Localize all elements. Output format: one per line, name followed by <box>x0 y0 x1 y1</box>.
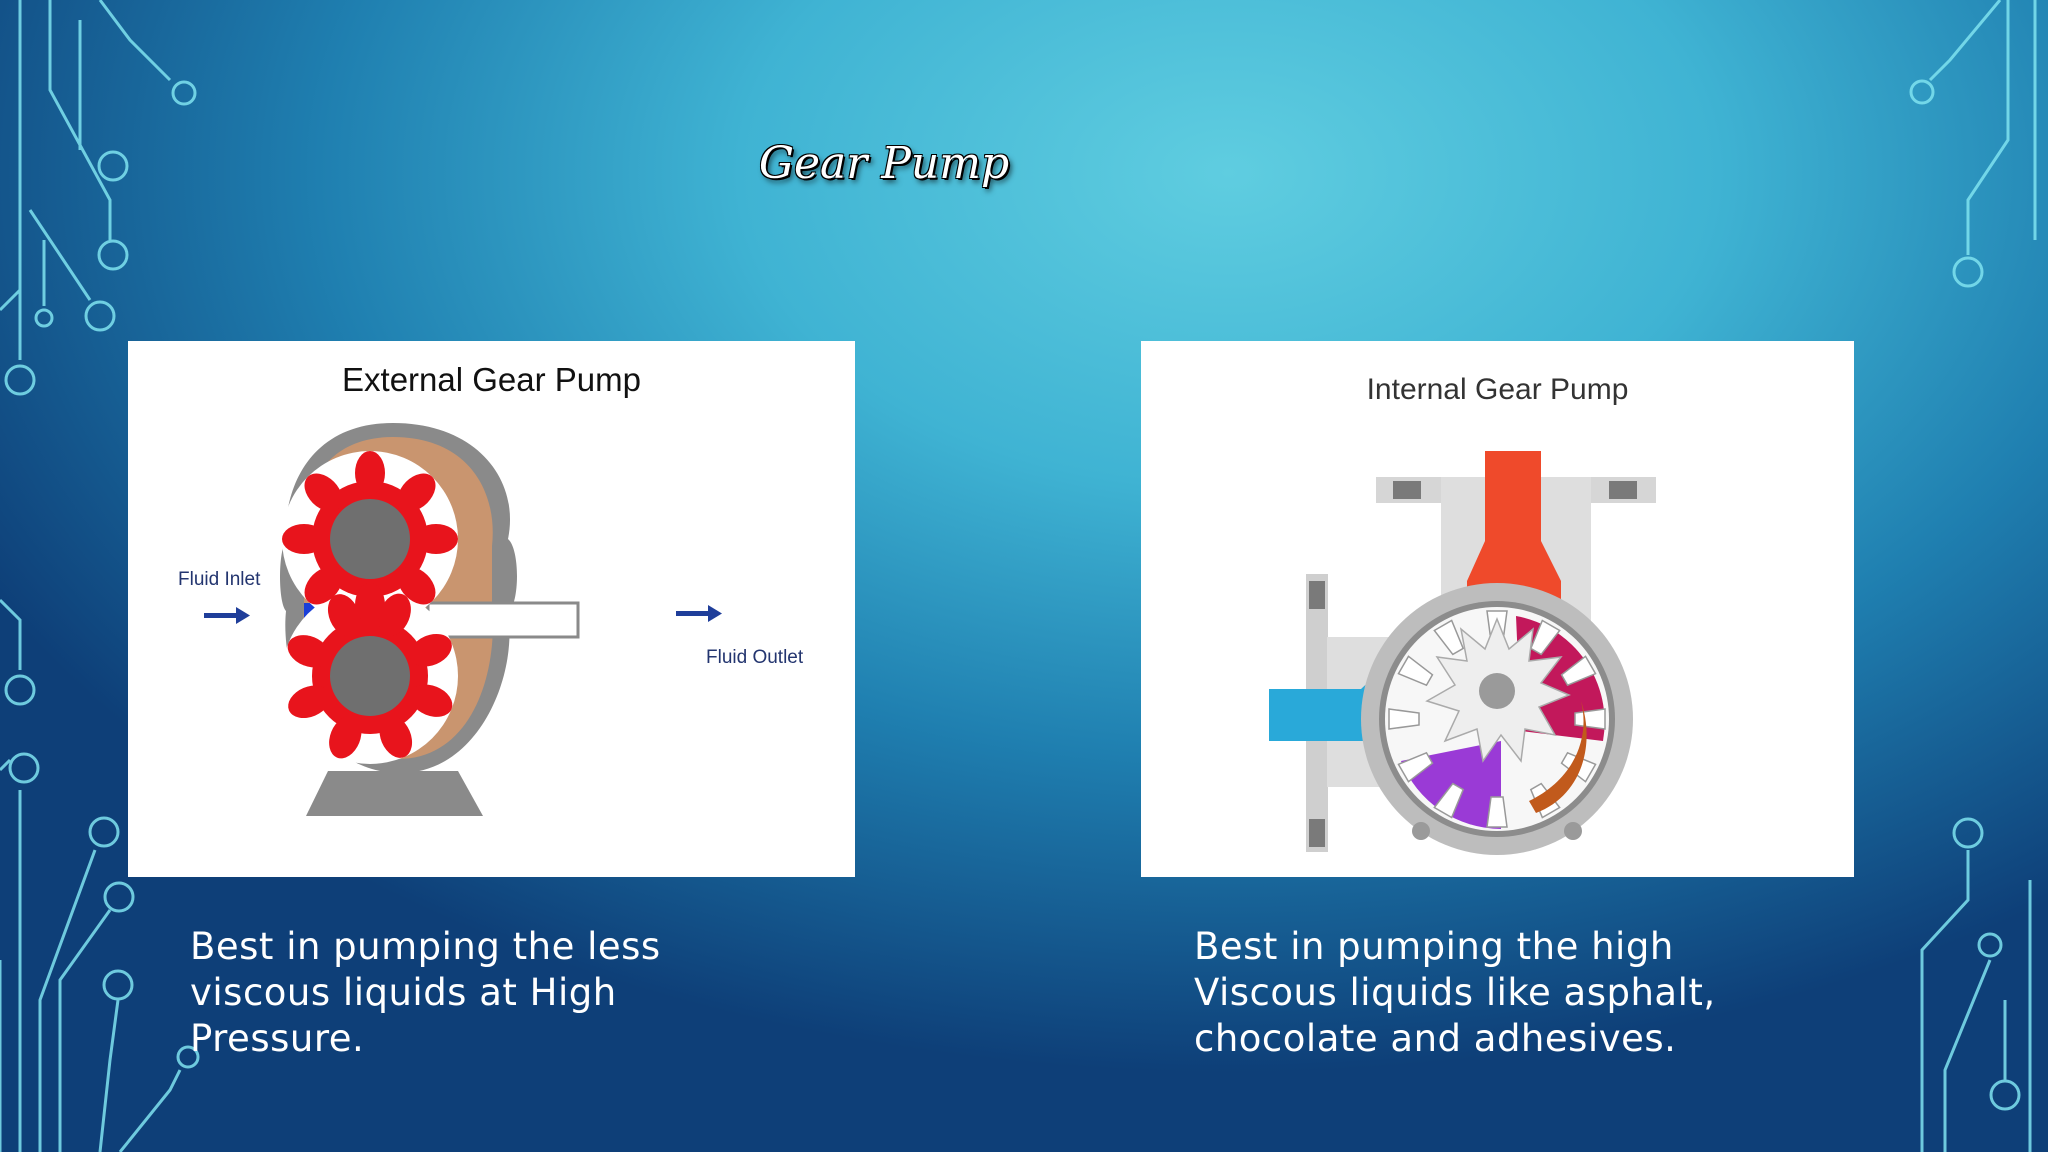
external-gear-pump-figure: External Gear Pump Fluid Inlet Fluid Out… <box>128 341 855 877</box>
internal-gear-pump-diagram <box>1269 451 1656 855</box>
upper-gear <box>282 451 458 627</box>
slide-title: Gear Pump <box>758 138 1010 189</box>
external-pump-caption: Best in pumping the less viscous liquids… <box>190 924 661 1062</box>
idler-gear <box>1425 616 1571 763</box>
caption-line: chocolate and adhesives. <box>1194 1017 1677 1060</box>
crescent <box>1529 701 1587 813</box>
internal-pump-title: Internal Gear Pump <box>1366 373 1629 406</box>
pump-base <box>306 771 483 816</box>
outlet-arrow-icon <box>676 605 722 622</box>
caption-line: Best in pumping the less <box>190 925 661 968</box>
outlet-port-fluid <box>1467 451 1561 611</box>
lower-gear <box>287 593 453 759</box>
fluid-inlet-label: Fluid Inlet <box>178 569 261 590</box>
caption-line: Best in pumping the high <box>1194 925 1674 968</box>
inlet-arrow-icon <box>204 607 250 624</box>
caption-line: viscous liquids at High <box>190 971 617 1014</box>
internal-pump-caption: Best in pumping the high Viscous liquids… <box>1194 924 1716 1062</box>
external-gear-pump-diagram <box>204 423 722 816</box>
caption-line: Pressure. <box>190 1017 365 1060</box>
caption-line: Viscous liquids like asphalt, <box>1194 971 1716 1014</box>
fluid-outlet-label: Fluid Outlet <box>706 647 804 668</box>
internal-gear-pump-figure: Internal Gear Pump <box>1141 341 1854 877</box>
fluid-outlet-channel <box>426 601 580 639</box>
external-pump-title: External Gear Pump <box>342 361 641 398</box>
